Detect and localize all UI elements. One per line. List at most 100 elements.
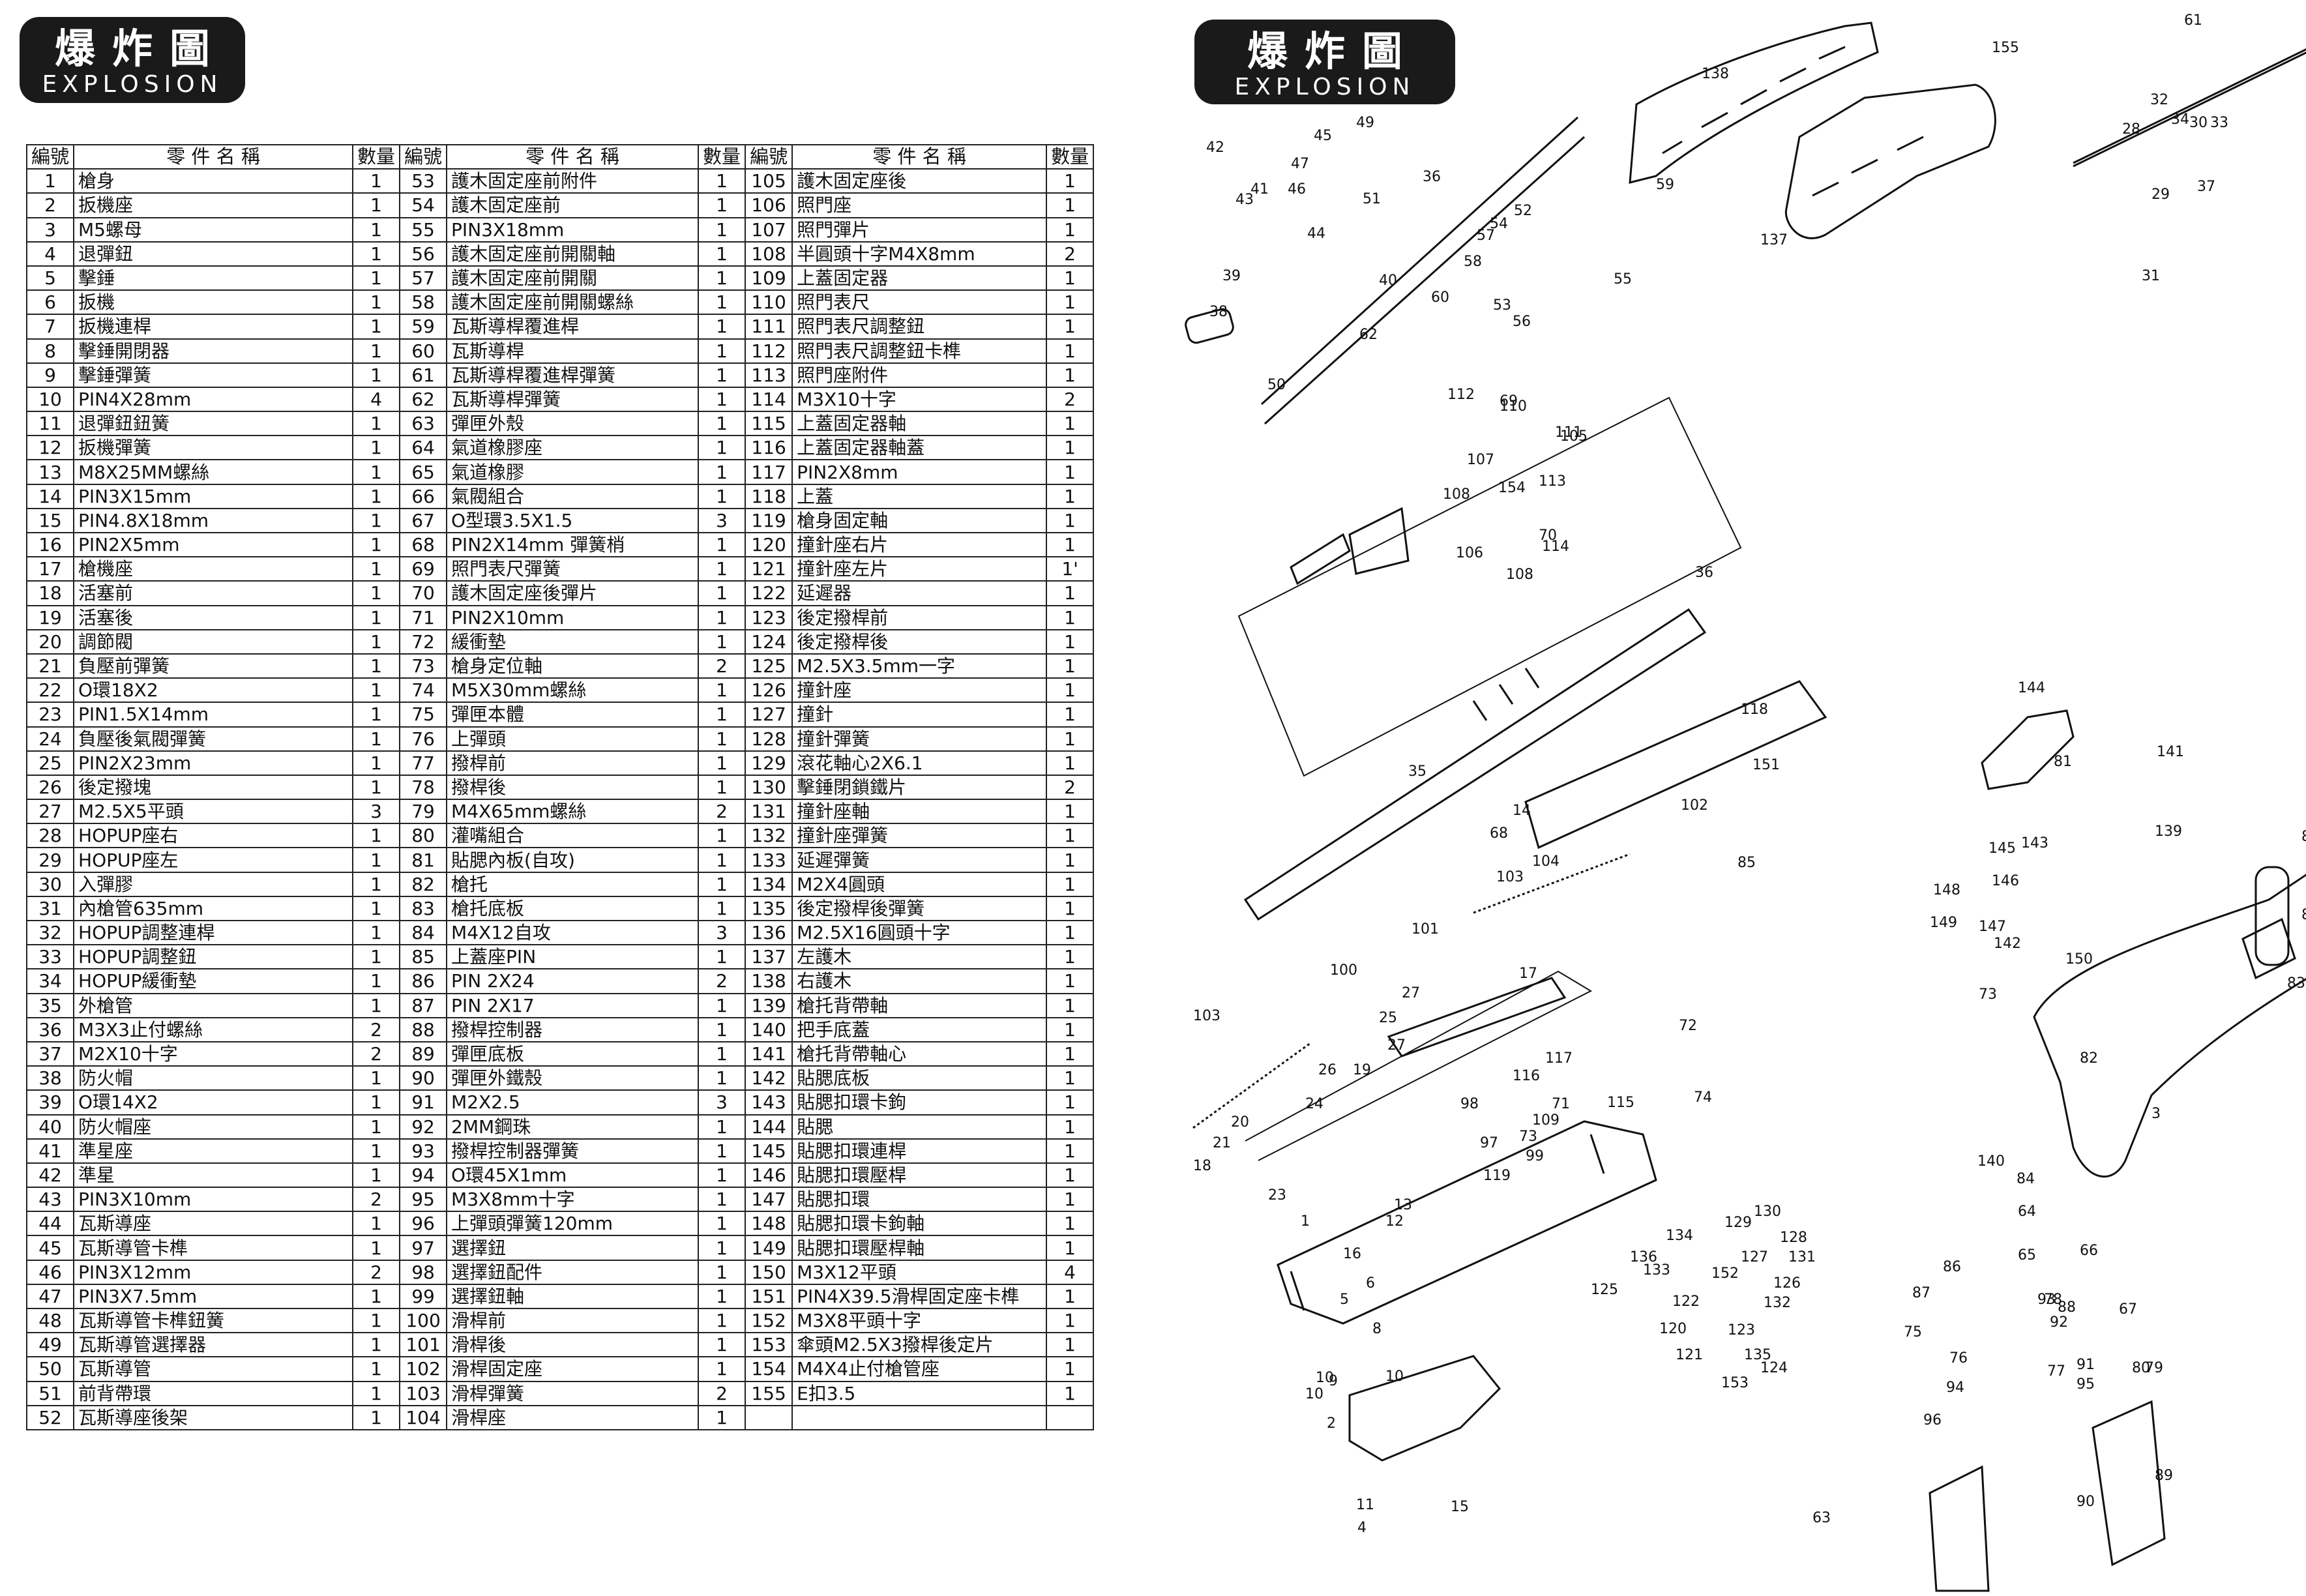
part-callout-label: 93 bbox=[2037, 1292, 2056, 1308]
part-name-cell: PIN1.5X14mm bbox=[73, 702, 354, 728]
part-callout-label: 20 bbox=[1231, 1114, 1249, 1130]
part-callout-label: 105 bbox=[1560, 428, 1588, 445]
part-callout-label: 32 bbox=[2150, 92, 2168, 108]
part-callout-label: 60 bbox=[1431, 289, 1449, 306]
rear-sight-part bbox=[1348, 507, 1410, 575]
part-callout-label: 12 bbox=[1385, 1213, 1404, 1230]
part-name-cell: 延遲彈簧 bbox=[791, 847, 1048, 873]
part-quantity-cell: 1 bbox=[698, 435, 746, 461]
part-quantity-cell: 2 bbox=[698, 1380, 746, 1406]
part-quantity-cell: 1' bbox=[1046, 556, 1095, 582]
part-quantity-cell: 1 bbox=[352, 1307, 401, 1334]
part-callout-label: 121 bbox=[1676, 1347, 1703, 1363]
part-callout-label: 10 bbox=[1385, 1368, 1404, 1385]
part-callout-label: 82 bbox=[2080, 1050, 2098, 1067]
part-name-cell: M4X12自攻 bbox=[446, 919, 700, 946]
magazine-body-part bbox=[2092, 1400, 2166, 1567]
part-quantity-cell: 1 bbox=[1046, 653, 1095, 679]
part-name-cell: 擊錘開閉器 bbox=[73, 338, 354, 364]
part-number-cell: 57 bbox=[399, 265, 448, 291]
part-number-cell: 150 bbox=[745, 1259, 793, 1285]
part-quantity-cell: 1 bbox=[698, 774, 746, 801]
part-quantity-cell: 4 bbox=[352, 386, 401, 413]
part-number-cell: 69 bbox=[399, 556, 448, 582]
part-number-cell: 52 bbox=[25, 1404, 75, 1430]
part-number-cell: 4 bbox=[25, 241, 75, 267]
part-callout-label: 68 bbox=[1490, 825, 1508, 842]
part-callout-label: 63 bbox=[1812, 1510, 1831, 1526]
part-callout-label: 46 bbox=[1288, 181, 1306, 198]
part-number-cell: 83 bbox=[399, 895, 448, 922]
part-quantity-cell: 1 bbox=[698, 1114, 746, 1140]
part-callout-label: 119 bbox=[1483, 1168, 1511, 1184]
part-number-cell: 142 bbox=[745, 1065, 793, 1091]
trigger-group-part bbox=[1348, 1355, 1501, 1462]
part-name-cell: 擊錘 bbox=[73, 265, 354, 291]
part-number-cell: 71 bbox=[399, 604, 448, 630]
part-callout-label: 78 bbox=[2044, 1292, 2062, 1308]
part-quantity-cell: 1 bbox=[352, 895, 401, 922]
part-quantity-cell: 1 bbox=[698, 338, 746, 364]
part-quantity-cell: 1 bbox=[352, 241, 401, 267]
part-quantity-cell: 1 bbox=[352, 944, 401, 970]
part-name-cell: 入彈膠 bbox=[73, 871, 354, 897]
part-callout-label: 108 bbox=[1443, 486, 1470, 503]
part-name-cell: 貼腮扣環壓桿軸 bbox=[791, 1235, 1048, 1261]
part-quantity-cell: 1 bbox=[1046, 192, 1095, 218]
part-number-cell: 12 bbox=[25, 435, 75, 461]
part-callout-label: 23 bbox=[1268, 1187, 1286, 1204]
part-quantity-cell: 1 bbox=[1046, 483, 1095, 509]
butt-plate-part bbox=[2254, 866, 2290, 966]
part-quantity-cell: 1 bbox=[1046, 726, 1095, 752]
part-quantity-cell: 1 bbox=[698, 871, 746, 897]
part-quantity-cell: 1 bbox=[1046, 1380, 1095, 1406]
part-quantity-cell: 1 bbox=[352, 702, 401, 728]
badge-title: 爆炸圖 bbox=[54, 25, 227, 72]
part-callout-label: 87 bbox=[1912, 1285, 1930, 1301]
part-quantity-cell: 2 bbox=[352, 1187, 401, 1213]
part-quantity-cell: 1 bbox=[698, 216, 746, 243]
part-number-cell: 101 bbox=[399, 1332, 448, 1358]
part-name-cell: 上彈頭 bbox=[446, 726, 700, 752]
part-name-cell: 延遲器 bbox=[791, 580, 1048, 606]
part-quantity-cell: 2 bbox=[1046, 241, 1095, 267]
part-number-cell: 64 bbox=[399, 435, 448, 461]
part-callout-label: 151 bbox=[1752, 757, 1780, 773]
part-number-cell: 65 bbox=[399, 459, 448, 485]
part-number-cell: 127 bbox=[745, 702, 793, 728]
part-name-cell: 上蓋固定器軸蓋 bbox=[791, 435, 1048, 461]
part-callout-label: 58 bbox=[1464, 254, 1482, 270]
part-name-cell: 護木固定座後 bbox=[791, 168, 1048, 194]
part-number-cell: 17 bbox=[25, 556, 75, 582]
part-callout-label: 17 bbox=[1519, 966, 1537, 982]
part-name-cell: 活塞後 bbox=[73, 604, 354, 630]
part-callout-label: 95 bbox=[2077, 1376, 2095, 1393]
part-callout-label: 116 bbox=[1513, 1068, 1540, 1084]
part-number-cell: 91 bbox=[399, 1089, 448, 1116]
part-number-cell: 78 bbox=[399, 774, 448, 801]
part-quantity-cell: 1 bbox=[698, 289, 746, 316]
part-quantity-cell: 2 bbox=[1046, 774, 1095, 801]
part-callout-label: 79 bbox=[2145, 1360, 2163, 1376]
part-callout-label: 155 bbox=[1992, 40, 2019, 56]
part-name-cell: M3X12平頭 bbox=[791, 1259, 1048, 1285]
part-callout-label: 135 bbox=[1744, 1347, 1771, 1363]
part-callout-label: 122 bbox=[1672, 1293, 1700, 1310]
part-callout-label: 123 bbox=[1728, 1322, 1755, 1338]
part-callout-label: 114 bbox=[1542, 539, 1569, 555]
part-callout-label: 81 bbox=[2054, 754, 2072, 770]
part-callout-label: 76 bbox=[1949, 1350, 1968, 1367]
part-name-cell: 後定撥塊 bbox=[73, 774, 354, 801]
part-quantity-cell: 1 bbox=[698, 1187, 746, 1213]
part-quantity-cell: 1 bbox=[352, 992, 401, 1018]
part-callout-label: 102 bbox=[1681, 797, 1708, 814]
